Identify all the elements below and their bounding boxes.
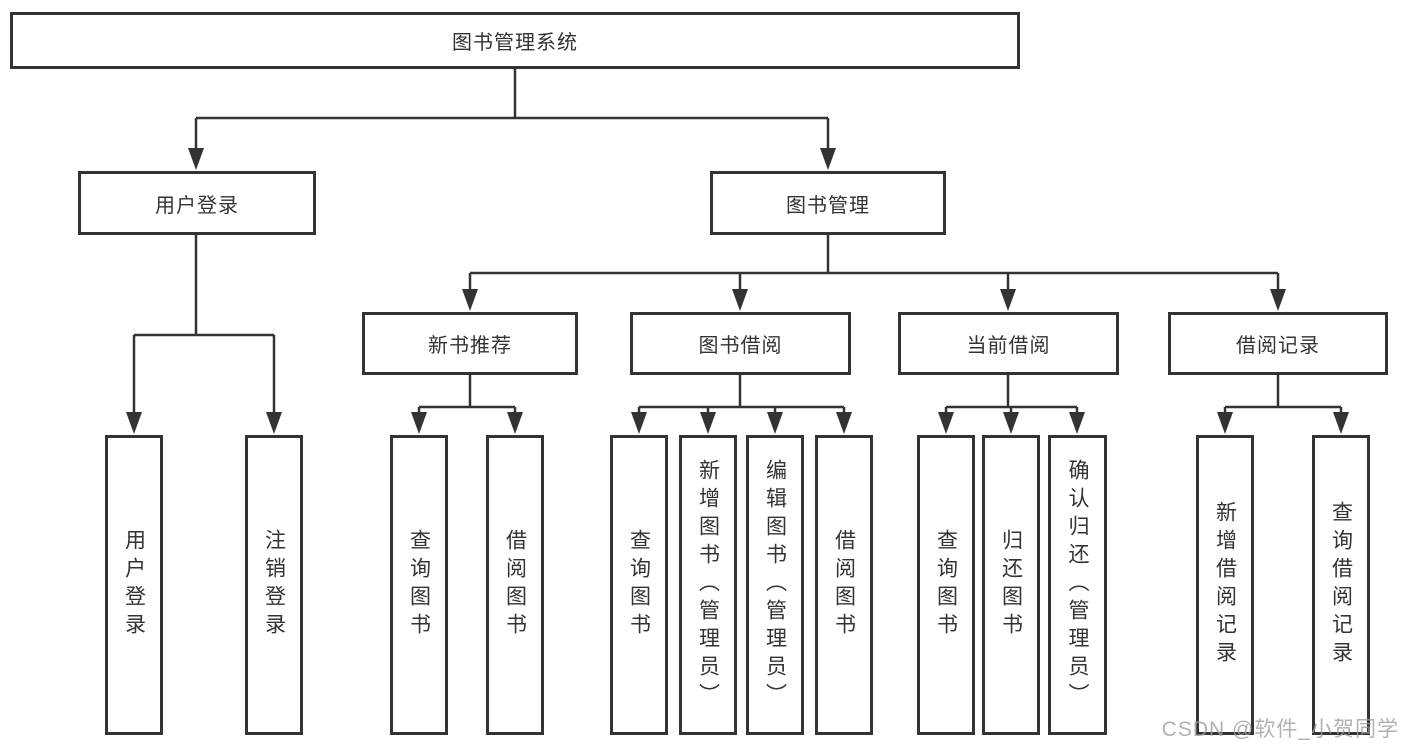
- node-root: 图书管理系统: [10, 12, 1020, 69]
- leaf-return-books: 归还图书: [982, 435, 1040, 735]
- node-book-management: 图书管理: [710, 171, 946, 235]
- leaf-logout: 注销登录: [245, 435, 303, 735]
- leaf-query-books-2: 查询图书: [610, 435, 668, 735]
- leaf-add-books-admin: 新增图书（管理员）: [679, 435, 737, 735]
- leaf-confirm-return-admin: 确认归还（管理员）: [1048, 435, 1107, 735]
- node-user-login: 用户登录: [78, 171, 316, 235]
- node-current-borrow: 当前借阅: [898, 312, 1119, 375]
- leaf-user-login: 用户登录: [105, 435, 163, 735]
- leaf-borrow-books-1: 借阅图书: [486, 435, 544, 735]
- leaf-query-books-1: 查询图书: [390, 435, 448, 735]
- leaf-add-borrow-record: 新增借阅记录: [1196, 435, 1254, 735]
- leaf-query-books-3: 查询图书: [917, 435, 975, 735]
- leaf-query-borrow-record: 查询借阅记录: [1312, 435, 1370, 735]
- leaf-borrow-books-2: 借阅图书: [815, 435, 873, 735]
- node-book-borrow: 图书借阅: [630, 312, 851, 375]
- csdn-watermark: CSDN @软件_小贺同学: [1161, 718, 1399, 741]
- leaf-edit-books-admin: 编辑图书（管理员）: [746, 435, 804, 735]
- node-borrow-records: 借阅记录: [1168, 312, 1388, 375]
- node-new-book-recommend: 新书推荐: [362, 312, 578, 375]
